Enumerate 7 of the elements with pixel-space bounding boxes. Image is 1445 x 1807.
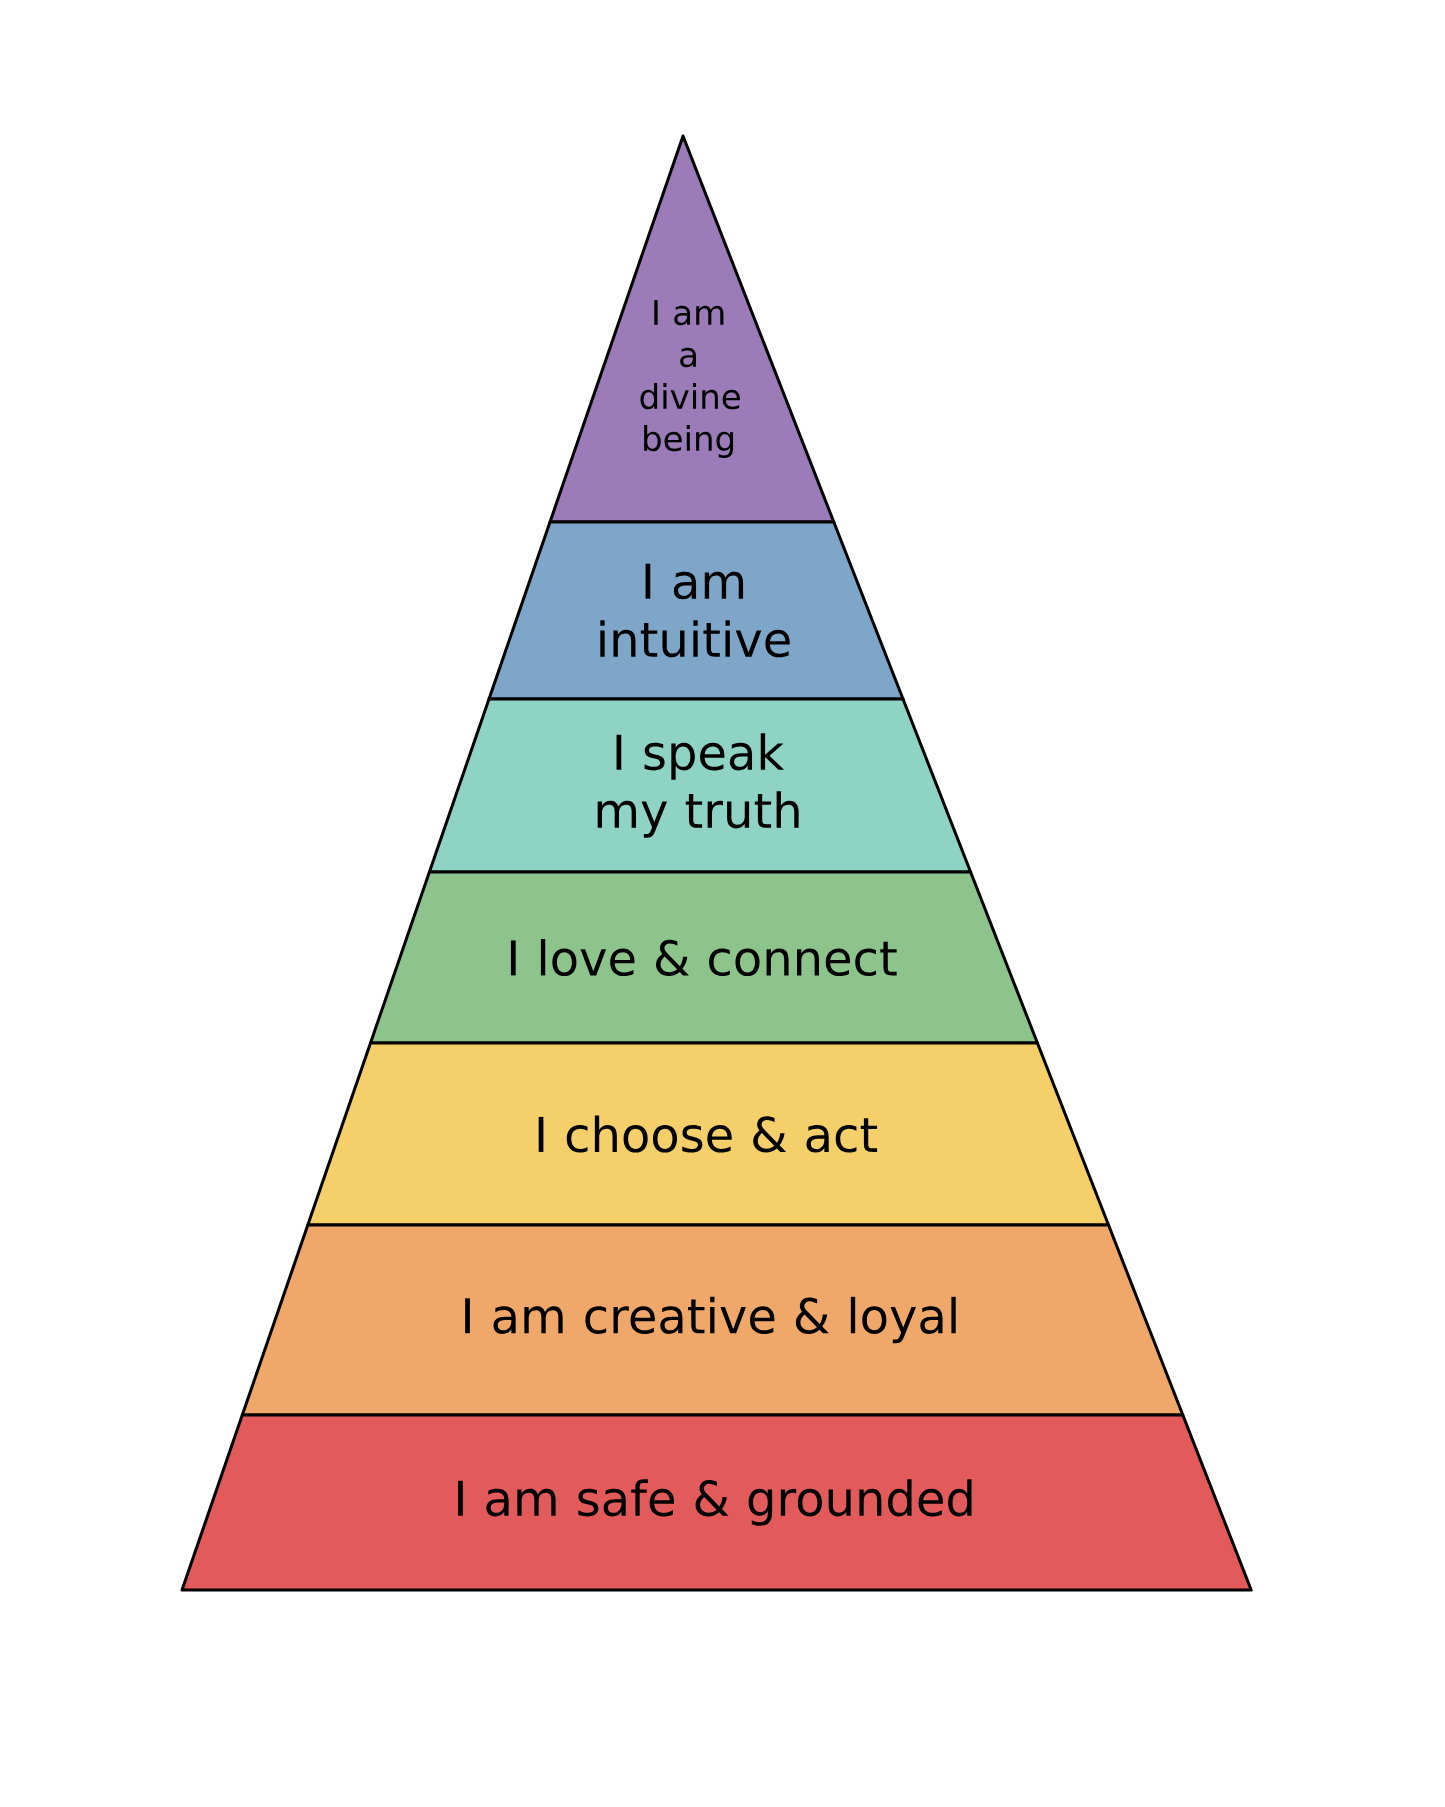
pyramid-band: I choose & act [306,1041,1110,1227]
pyramid-band: I am a divine being [548,134,836,524]
pyramid-band: I am intuitive [487,520,905,701]
pyramid-band: I am safe & grounded [180,1413,1253,1592]
pyramid-band: I love & connect [369,870,1039,1045]
pyramid-band: I speak my truth [427,697,973,874]
pyramid-band: I am creative & loyal [240,1223,1185,1417]
